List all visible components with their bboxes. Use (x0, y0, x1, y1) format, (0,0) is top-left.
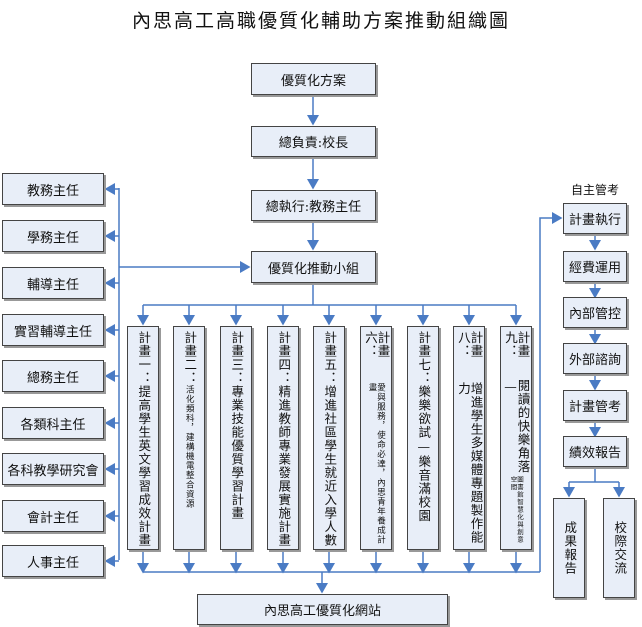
plan-title: 提高學生英文學習成效計畫 (136, 385, 152, 547)
connector-arrow (539, 212, 563, 572)
plan-head: 計畫二： (182, 331, 198, 385)
plan-title: 精進教師專業發展實施計畫 (276, 385, 292, 547)
chart-title: 內思高工高職優質化輔助方案推動組織圖 (131, 10, 510, 32)
top-box-principal: 總負責:校長 (251, 126, 376, 157)
top-box-executive: 總執行:教務主任 (251, 190, 376, 221)
plan-title: 樂樂欲試—樂音滿校園 (416, 385, 432, 523)
plan-box: 計畫七：樂樂欲試—樂音滿校園 (407, 326, 439, 550)
plan-box: 計畫五：增進社區學生就近入學人數 (313, 326, 345, 550)
top-box-task-group: 優質化推動小組 (251, 251, 376, 283)
left-unit-box: 教務主任 (2, 173, 104, 205)
plan-box: 計畫三：專業技能優質學習計畫 (220, 326, 252, 550)
left-unit-box: 學務主任 (2, 220, 104, 252)
plan-box: 計畫九： 閱讀的快樂角落— 圖書館智慧化與創意空間 (500, 326, 532, 550)
left-unit-box: 會計主任 (2, 500, 104, 532)
left-unit-box: 總務主任 (2, 360, 104, 392)
left-unit-box: 人事主任 (2, 545, 104, 577)
plan-subtitle: 圖書館智慧化與創意空間 (509, 476, 524, 544)
plan-title: 專業技能優質學習計畫 (229, 385, 245, 520)
self-review-step: 經費運用 (563, 251, 627, 282)
plan-head: 計畫三： (229, 331, 245, 385)
self-review-step: 外部諮詢 (563, 343, 627, 374)
plan-head: 計畫五： (322, 331, 338, 385)
plan-title: 活化類科，建構機電整合資源 (184, 385, 195, 509)
self-review-step: 計畫執行 (563, 203, 627, 234)
top-box-program: 優質化方案 (251, 63, 376, 95)
plan-head: 計畫一： (136, 331, 152, 385)
plan-title: 增進社區學生就近入學人數 (322, 385, 338, 547)
output-box-exchange: 校際交流 (603, 498, 635, 598)
plan-head: 計畫六： (363, 331, 391, 358)
plan-head: 計畫八： (456, 331, 484, 358)
output-label: 成果報告 (562, 521, 578, 575)
self-review-step: 計畫管考 (563, 390, 627, 421)
self-review-step: 績效報告 (563, 436, 627, 467)
plan-box: 計畫六： 愛與服務，使命必達，內思青年養成計畫 (360, 326, 392, 550)
plan-box: 計畫二：活化類科，建構機電整合資源 (173, 326, 205, 550)
plan-box: 計畫八： 增進學生多媒體專題製作能力 (453, 326, 485, 550)
plan-box: 計畫四：精進教師專業發展實施計畫 (267, 326, 299, 550)
left-unit-box: 輔導主任 (2, 267, 104, 299)
plan-box: 計畫一：提高學生英文學習成效計畫 (127, 326, 159, 550)
plan-head: 計畫七： (416, 331, 432, 385)
plan-head: 計畫四： (276, 331, 292, 385)
left-unit-box: 各類科主任 (2, 407, 104, 439)
output-box-results: 成果報告 (553, 498, 585, 598)
left-unit-box: 實習輔導主任 (2, 314, 104, 346)
left-unit-box: 各科教學研究會 (2, 453, 104, 485)
output-label: 校際交流 (612, 521, 628, 575)
plan-title: 愛與服務，使命必達，內思青年養成計畫 (367, 383, 386, 545)
self-review-step: 內部管控 (563, 297, 627, 328)
plan-head: 計畫九： (503, 331, 531, 358)
self-review-label: 自主管考 (570, 183, 619, 197)
plan-title: 閱讀的快樂角落— (503, 378, 531, 474)
website-box: 內思高工優質化網站 (197, 594, 448, 625)
plan-title: 增進學生多媒體專題製作能力 (456, 382, 484, 545)
